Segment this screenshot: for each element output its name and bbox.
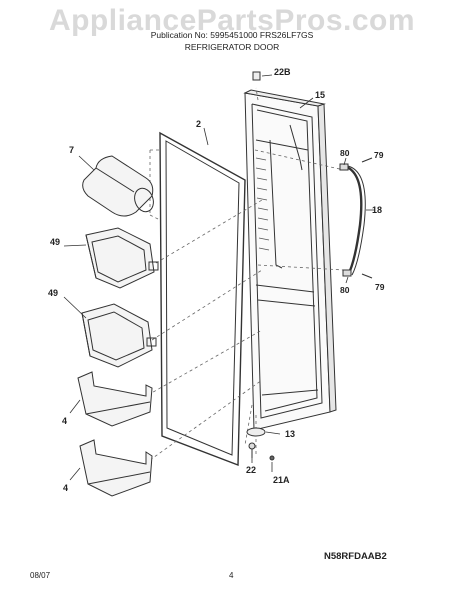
callout-22: 22 — [246, 465, 256, 475]
callout-22b: 22B — [274, 67, 291, 77]
publication-date: 08/07 — [30, 571, 51, 580]
door-rack-upper — [77, 371, 153, 427]
hinge-cap — [252, 71, 261, 81]
callout-4: 4 — [62, 416, 67, 426]
publication-line: Publication No: 5995451000 FRS26LF7GS — [150, 30, 314, 40]
callout-49: 49 — [48, 288, 58, 298]
handle-screw-icon — [361, 157, 373, 279]
page-number: 4 — [229, 571, 234, 580]
page-title: REFRIGERATOR DOOR — [184, 42, 280, 52]
callout-21a: 21A — [273, 475, 290, 485]
door-gasket — [159, 131, 246, 467]
door-bin-upper — [85, 227, 159, 289]
callout-15: 15 — [315, 90, 325, 100]
callout-79: 79 — [374, 150, 384, 160]
callout-49: 49 — [50, 237, 60, 247]
diagram-code: N58RFDAAB2 — [324, 551, 387, 562]
callout-2: 2 — [196, 119, 201, 129]
door-bin-middle — [81, 303, 157, 368]
refrigerator-door — [243, 89, 337, 431]
door-handle — [339, 163, 366, 277]
callout-79: 79 — [375, 282, 385, 292]
callout-80: 80 — [340, 148, 350, 158]
crisper-cover — [82, 155, 154, 217]
callout-80: 80 — [340, 285, 350, 295]
door-rack-lower — [79, 439, 153, 497]
callout-4: 4 — [63, 483, 68, 493]
callout-13: 13 — [285, 429, 295, 439]
watermark: AppliancePartsPros.com — [48, 4, 416, 37]
callout-7: 7 — [69, 145, 74, 155]
callout-18: 18 — [372, 205, 382, 215]
